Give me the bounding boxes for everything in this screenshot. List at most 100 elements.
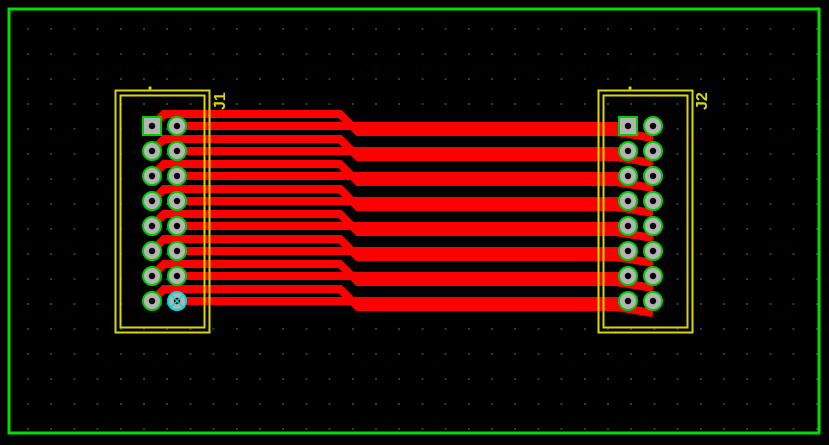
grid-dot [189,428,192,430]
pad-j1-9[interactable] [142,216,162,236]
grid-dot [351,53,354,55]
pad-j1-4[interactable] [167,141,187,161]
grid-dot [653,378,656,380]
grid-dot [815,153,818,155]
pad-j2-2[interactable] [643,116,663,136]
grid-dot [375,328,377,330]
grid-dot [467,53,470,55]
grid-dot [653,53,656,55]
pad-j2-14[interactable] [643,266,663,286]
pad-j2-7[interactable] [618,191,638,211]
grid-dot [166,178,169,180]
pad-j2-15-drill-hole [624,297,632,305]
pad-j1-14-drill-hole [173,272,181,280]
grid-dot [259,378,261,380]
pad-j1-14[interactable] [167,266,187,286]
pad-j1-6[interactable] [167,166,187,186]
pad-j1-2[interactable] [167,116,187,136]
pad-j2-13[interactable] [618,266,638,286]
grid-dot [699,178,702,180]
grid-dot [305,103,308,105]
pad-j1-2-drill-hole [173,122,181,130]
grid-dot [815,178,818,180]
grid-dot [444,428,447,430]
grid-dot [375,428,377,430]
grid-dot [444,403,447,405]
grid-dot [653,403,656,405]
grid-dot [421,78,424,80]
pad-j2-8[interactable] [643,191,663,211]
grid-dot [143,353,145,355]
grid-dot [723,153,725,155]
grid-dot [723,203,725,205]
grid-dot [467,353,470,355]
grid-dot [607,428,609,430]
grid-dot [27,428,29,430]
grid-dot [792,303,795,305]
pad-j1-1[interactable] [142,116,162,136]
grid-dot [607,353,609,355]
silkscreen-pin1-marker-j2 [628,86,632,90]
grid-dot [73,328,76,330]
pad-j1-16[interactable] [167,291,187,311]
pad-j1-3[interactable] [142,141,162,161]
pad-j1-7[interactable] [142,191,162,211]
pad-j2-5[interactable] [618,166,638,186]
grid-dot [537,403,540,405]
grid-dot [560,353,563,355]
pad-j1-5[interactable] [142,166,162,186]
grid-dot [50,428,53,430]
pad-j2-4[interactable] [643,141,663,161]
grid-dot [235,28,238,30]
pad-j2-2-drill-hole [649,122,657,130]
silkscreen-courtyard-j2 [597,89,694,334]
grid-dot [50,253,53,255]
grid-dot [73,53,76,55]
pad-j1-15[interactable] [142,291,162,311]
grid-dot [514,53,517,55]
grid-dot [699,278,702,280]
grid-dot [398,28,401,30]
grid-dot [653,353,656,355]
pad-j1-10[interactable] [167,216,187,236]
grid-dot [166,403,169,405]
pad-layer[interactable] [142,116,663,311]
grid-dot [166,378,169,380]
grid-dot [653,78,656,80]
pad-j1-8[interactable] [167,191,187,211]
grid-dot [421,328,424,330]
pad-j2-6[interactable] [643,166,663,186]
grid-dot [282,428,285,430]
grid-dot [73,78,76,80]
pad-j1-13-drill-hole [148,272,156,280]
pad-j1-1-drill-hole [148,122,156,130]
pad-j1-12[interactable] [167,241,187,261]
pad-j2-9[interactable] [618,216,638,236]
pad-j2-16[interactable] [643,291,663,311]
grid-dot [421,403,424,405]
grid-dot [166,353,169,355]
pad-j2-10[interactable] [643,216,663,236]
grid-dot [189,353,192,355]
copper-trace-layer[interactable] [149,110,654,317]
pad-j2-1[interactable] [618,116,638,136]
pad-j1-11[interactable] [142,241,162,261]
grid-dot [96,403,99,405]
grid-dot [27,53,29,55]
grid-dot [328,53,331,55]
grid-dot [630,428,633,430]
grid-dot [212,28,215,30]
pad-j1-13[interactable] [142,266,162,286]
grid-dot [630,328,633,330]
grid-dot [746,303,749,305]
grid-dot [746,328,749,330]
pad-j2-11[interactable] [618,241,638,261]
grid-dot [699,428,702,430]
pad-j2-15[interactable] [618,291,638,311]
pad-j2-3[interactable] [618,141,638,161]
grid-dot [699,303,702,305]
grid-dot [583,53,586,55]
grid-dot [746,353,749,355]
pad-j2-12[interactable] [643,241,663,261]
